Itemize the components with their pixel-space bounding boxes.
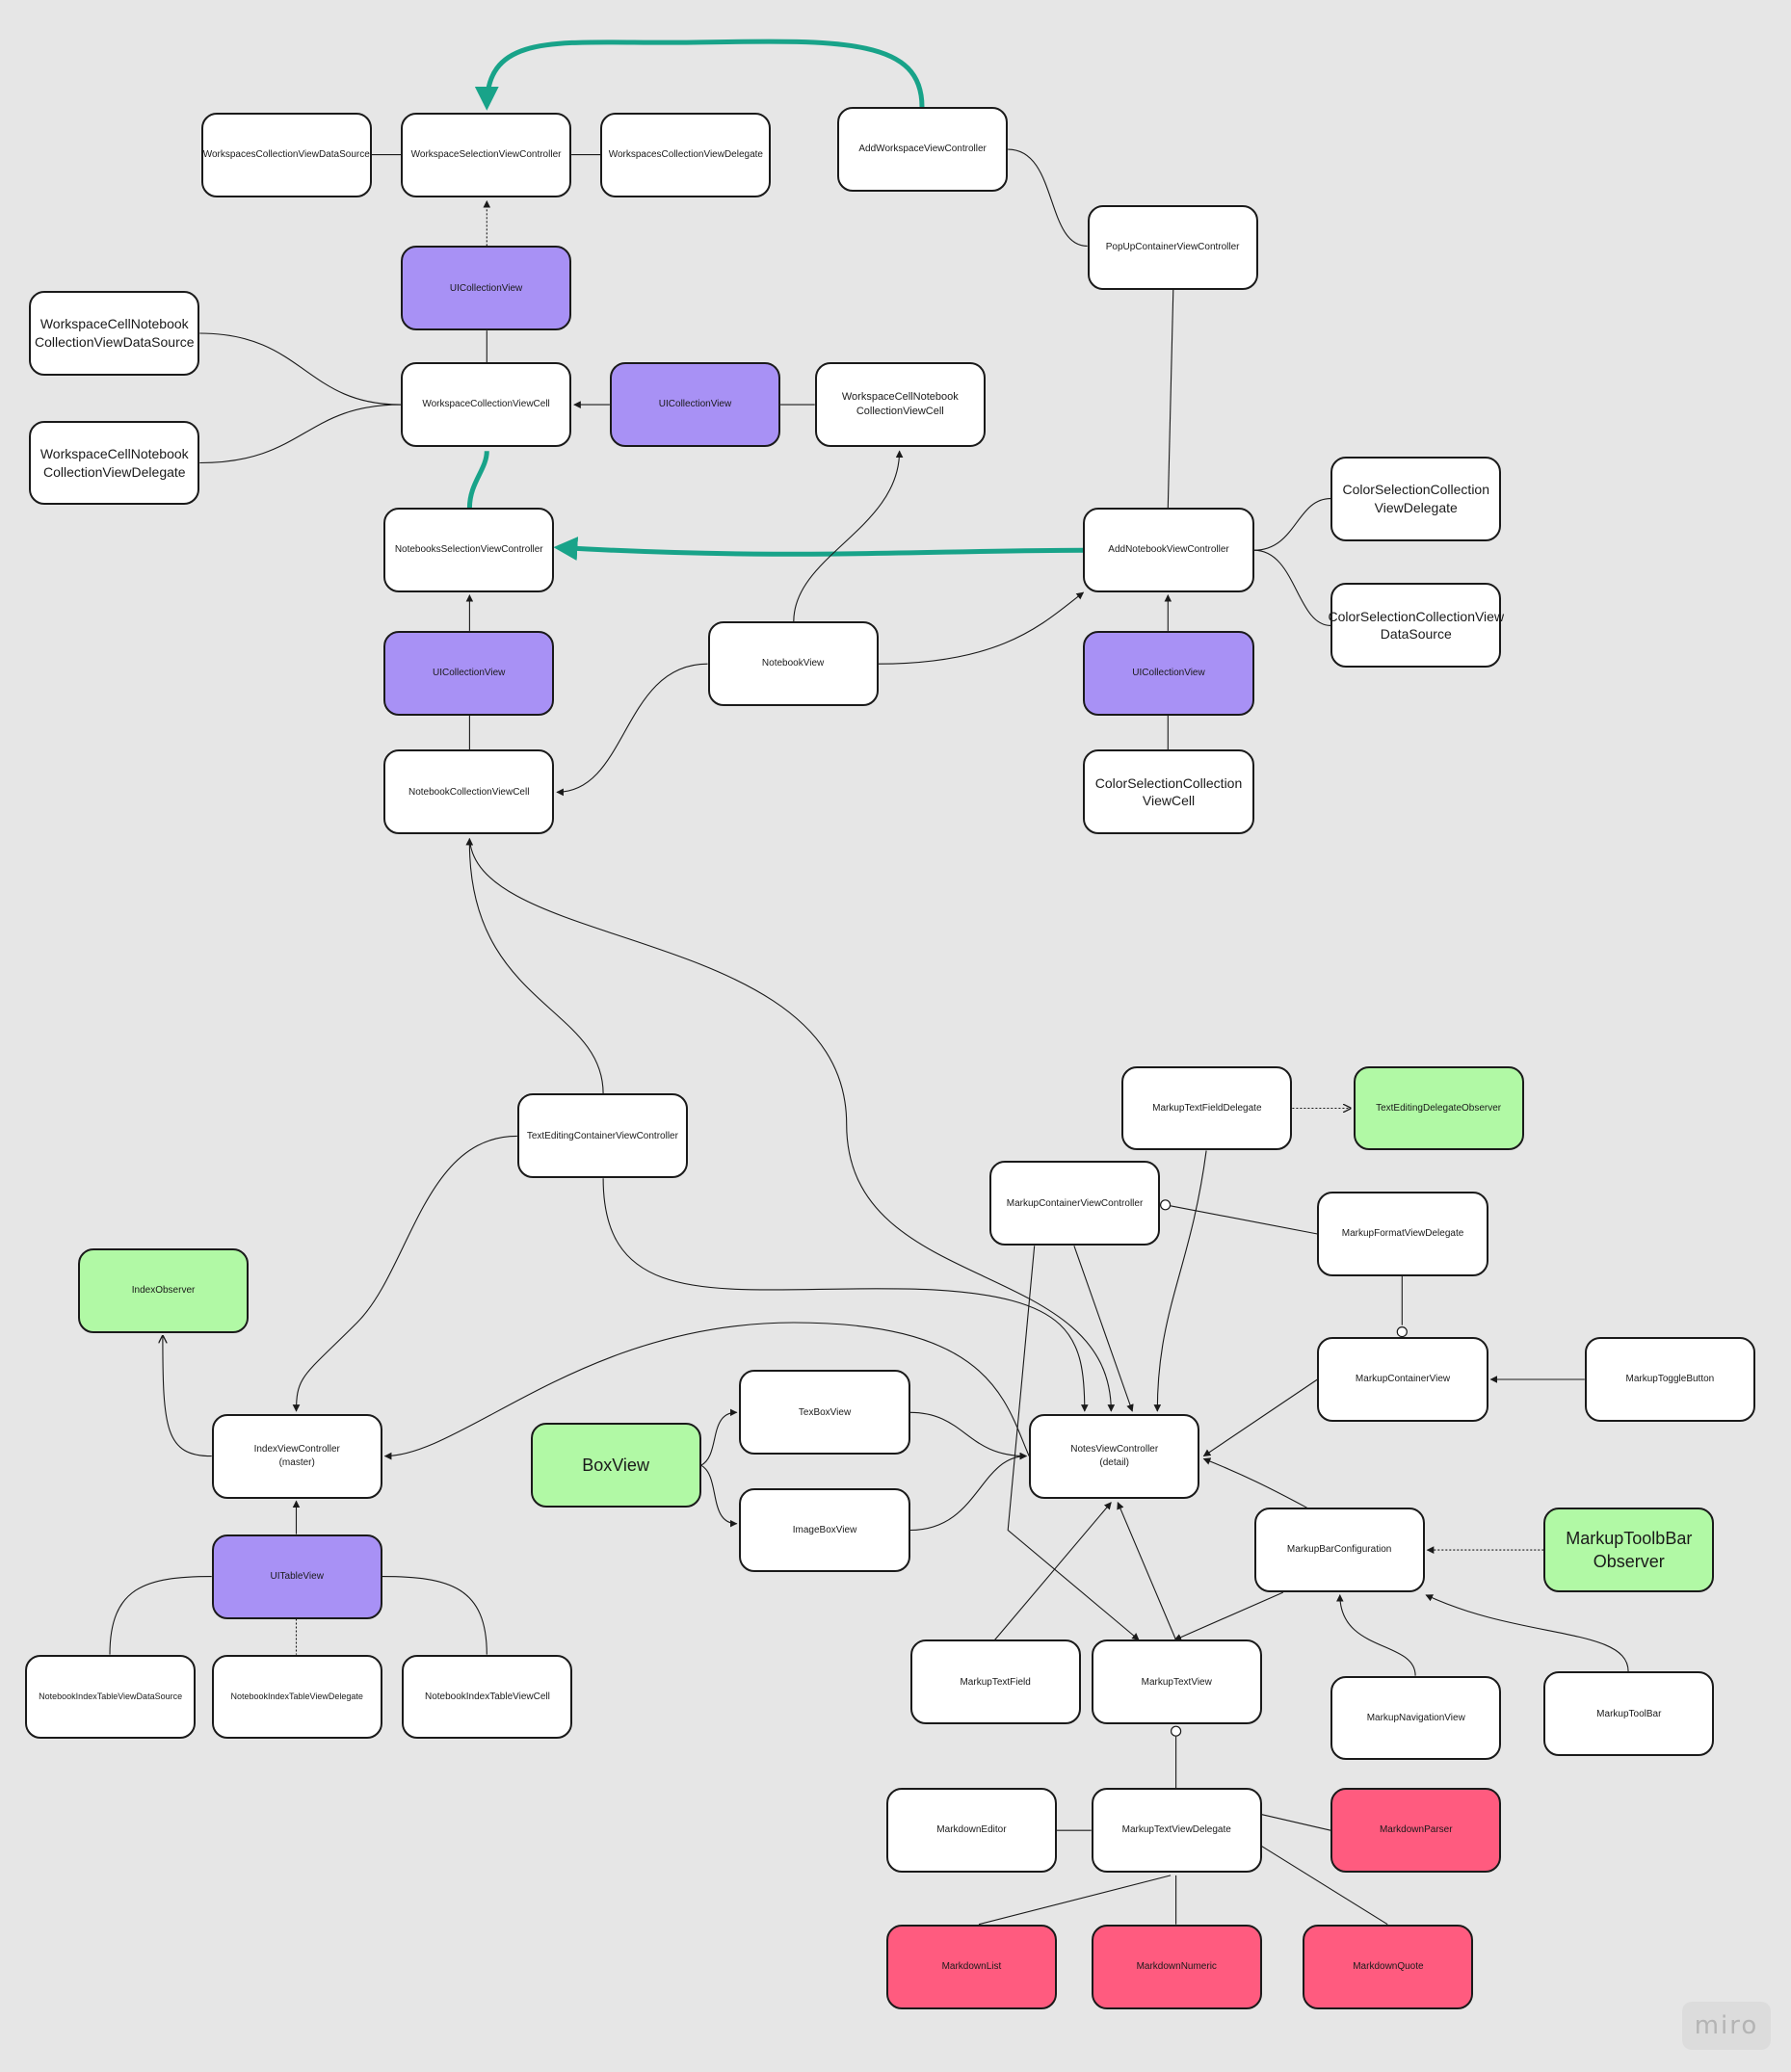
node-workspace-cell-notebook-cell[interactable]: WorkspaceCellNotebook CollectionViewCell xyxy=(814,362,986,448)
node-markdown-quote[interactable]: MarkdownQuote xyxy=(1303,1924,1474,2009)
edge-toolbar-to-bar-config xyxy=(1425,1594,1629,1672)
circle-connector-markup-textview xyxy=(1170,1725,1182,1737)
node-notebooks-selection-view-controller[interactable]: NotebooksSelectionViewController xyxy=(383,508,555,593)
node-texbox-view[interactable]: TexBoxView xyxy=(739,1370,910,1456)
node-add-notebook-view-controller[interactable]: AddNotebookViewController xyxy=(1083,508,1254,593)
edge-cell-nb-datasource-to-workspace-cell xyxy=(199,332,402,406)
node-markup-text-view[interactable]: MarkupTextView xyxy=(1091,1639,1262,1725)
circle-connector-format-delegate xyxy=(1396,1325,1408,1338)
edge-box-view-to-texbox xyxy=(700,1408,738,1466)
node-markup-toolbar-observer[interactable]: MarkupToolbBar Observer xyxy=(1543,1508,1715,1593)
edge-uitableview-to-nb-index-cell xyxy=(382,1576,487,1655)
node-markup-bar-configuration[interactable]: MarkupBarConfiguration xyxy=(1253,1508,1425,1593)
node-notebook-index-datasource[interactable]: NotebookIndexTableViewDataSource xyxy=(25,1654,197,1740)
edge-bar-config-to-textview xyxy=(1173,1591,1284,1641)
node-markdown-editor[interactable]: MarkdownEditor xyxy=(885,1788,1057,1874)
node-workspaces-collection-view-data-source[interactable]: WorkspacesCollectionViewDataSource xyxy=(200,112,372,197)
edge-text-editing-to-notebook-cell xyxy=(465,837,604,1094)
edge-bar-config-to-notes-vc xyxy=(1202,1457,1307,1508)
edge-box-view-to-imagebox xyxy=(700,1464,738,1528)
node-index-view-controller[interactable]: IndexViewController (master) xyxy=(211,1413,382,1499)
node-notes-view-controller[interactable]: NotesViewController (detail) xyxy=(1029,1413,1200,1499)
edge-color-datasource-to-add-notebook xyxy=(1253,549,1331,626)
node-workspace-selection-view-controller[interactable]: WorkspaceSelectionViewController xyxy=(401,112,572,197)
edge-notebook-view-to-notebook-cell xyxy=(556,663,708,797)
edge-markup-container-vc-to-format-delegate xyxy=(1165,1204,1318,1235)
node-markup-format-view-delegate[interactable]: MarkupFormatViewDelegate xyxy=(1317,1192,1488,1276)
edge-notebook-view-to-cell-nb-cell xyxy=(793,450,904,622)
node-popup-container-view-controller[interactable]: PopUpContainerViewController xyxy=(1087,204,1258,290)
node-box-view[interactable]: BoxView xyxy=(530,1423,701,1508)
node-text-editing-delegate-observer[interactable]: TextEditingDelegateObserver xyxy=(1353,1065,1524,1151)
node-markup-text-field[interactable]: MarkupTextField xyxy=(909,1639,1081,1725)
node-workspace-collection-view-cell[interactable]: WorkspaceCollectionViewCell xyxy=(401,362,572,448)
node-notebook-view[interactable]: NotebookView xyxy=(707,621,879,707)
edge-add-workspace-to-popup xyxy=(1008,148,1088,247)
edge-workspace-cell-to-notebooks-selection xyxy=(466,451,489,509)
node-uitableview[interactable]: UITableView xyxy=(211,1534,382,1619)
edge-imagebox-to-notes-vc xyxy=(909,1452,1028,1532)
edge-container-view-to-notes-vc xyxy=(1202,1378,1318,1457)
node-color-selection-delegate[interactable]: ColorSelectionCollection ViewDelegate xyxy=(1330,456,1502,541)
node-markup-toggle-button[interactable]: MarkupToggleButton xyxy=(1584,1337,1755,1422)
edge-add-workspace-to-workspace-selection xyxy=(474,39,925,111)
node-markup-container-view-controller[interactable]: MarkupContainerViewController xyxy=(988,1161,1161,1246)
edge-markup-container-vc-to-textview xyxy=(1007,1246,1140,1640)
node-markup-text-view-delegate[interactable]: MarkupTextViewDelegate xyxy=(1091,1788,1262,1874)
edge-notes-vc-to-index-vc xyxy=(383,1322,1030,1460)
node-notebook-collection-view-cell[interactable]: NotebookCollectionViewCell xyxy=(383,749,555,835)
edge-text-editing-to-index-vc xyxy=(292,1135,517,1412)
edge-uitableview-to-nb-index-datasource xyxy=(109,1576,212,1655)
node-index-observer[interactable]: IndexObserver xyxy=(78,1248,250,1333)
node-workspace-cell-notebook-datasource[interactable]: WorkspaceCellNotebook CollectionViewData… xyxy=(29,291,200,376)
node-uicollectionview-left[interactable]: UICollectionView xyxy=(383,630,555,716)
edge-textfield-to-notes-vc xyxy=(994,1502,1112,1640)
edge-quote-to-textview-delegate xyxy=(1261,1846,1388,1926)
node-markdown-list[interactable]: MarkdownList xyxy=(885,1924,1057,2009)
node-uicollectionview-top[interactable]: UICollectionView xyxy=(401,246,572,331)
edge-color-delegate-to-add-notebook xyxy=(1253,498,1331,551)
node-markup-container-view[interactable]: MarkupContainerView xyxy=(1317,1337,1488,1422)
node-notebook-index-delegate[interactable]: NotebookIndexTableViewDelegate xyxy=(211,1654,382,1740)
node-workspaces-collection-view-delegate[interactable]: WorkspacesCollectionViewDelegate xyxy=(600,112,772,197)
node-markdown-parser[interactable]: MarkdownParser xyxy=(1330,1788,1502,1874)
edge-list-to-textview-delegate xyxy=(978,1875,1172,1926)
edge-markup-container-vc-to-notes-vc xyxy=(1073,1246,1134,1412)
edge-popup-to-add-notebook xyxy=(1167,289,1174,509)
node-markup-text-field-delegate[interactable]: MarkupTextFieldDelegate xyxy=(1121,1065,1293,1151)
node-imagebox-view[interactable]: ImageBoxView xyxy=(739,1487,910,1573)
edge-notebook-cell-to-notes-vc xyxy=(468,838,1116,1412)
edge-add-notebook-to-notebooks-selection xyxy=(553,537,1084,561)
edge-cell-nb-delegate-to-workspace-cell xyxy=(199,404,402,464)
node-markup-navigation-view[interactable]: MarkupNavigationView xyxy=(1330,1675,1502,1761)
edge-textview-to-notes-vc xyxy=(1117,1501,1177,1640)
edge-navigation-view-to-bar-config xyxy=(1335,1594,1416,1676)
node-markup-toolbar[interactable]: MarkupToolBar xyxy=(1543,1671,1715,1757)
node-workspace-cell-notebook-delegate[interactable]: WorkspaceCellNotebook CollectionViewDele… xyxy=(29,420,200,506)
edge-textfield-delegate-to-notes-vc xyxy=(1153,1150,1207,1412)
node-uicollectionview-right[interactable]: UICollectionView xyxy=(1083,630,1254,716)
node-notebook-index-cell[interactable]: NotebookIndexTableViewCell xyxy=(402,1654,573,1740)
edge-parser-to-textview-delegate xyxy=(1261,1814,1331,1831)
node-color-selection-cell[interactable]: ColorSelectionCollection ViewCell xyxy=(1083,749,1254,835)
node-color-selection-datasource[interactable]: ColorSelectionCollectionView DataSource xyxy=(1328,583,1504,669)
miro-watermark: miro xyxy=(1682,2002,1771,2050)
circle-connector-markup-container-vc xyxy=(1159,1199,1172,1211)
node-uicollectionview-mid[interactable]: UICollectionView xyxy=(609,362,781,448)
edge-texbox-to-notes-vc xyxy=(909,1411,1028,1460)
node-text-editing-container-view-controller[interactable]: TextEditingContainerViewController xyxy=(516,1093,688,1179)
node-add-workspace-view-controller[interactable]: AddWorkspaceViewController xyxy=(837,107,1009,193)
edge-index-vc-to-index-observer xyxy=(163,1336,212,1457)
node-markdown-numeric[interactable]: MarkdownNumeric xyxy=(1091,1924,1262,2009)
edge-text-editing-to-notes-vc xyxy=(602,1178,1089,1412)
edge-notebook-view-to-add-notebook xyxy=(878,591,1085,665)
